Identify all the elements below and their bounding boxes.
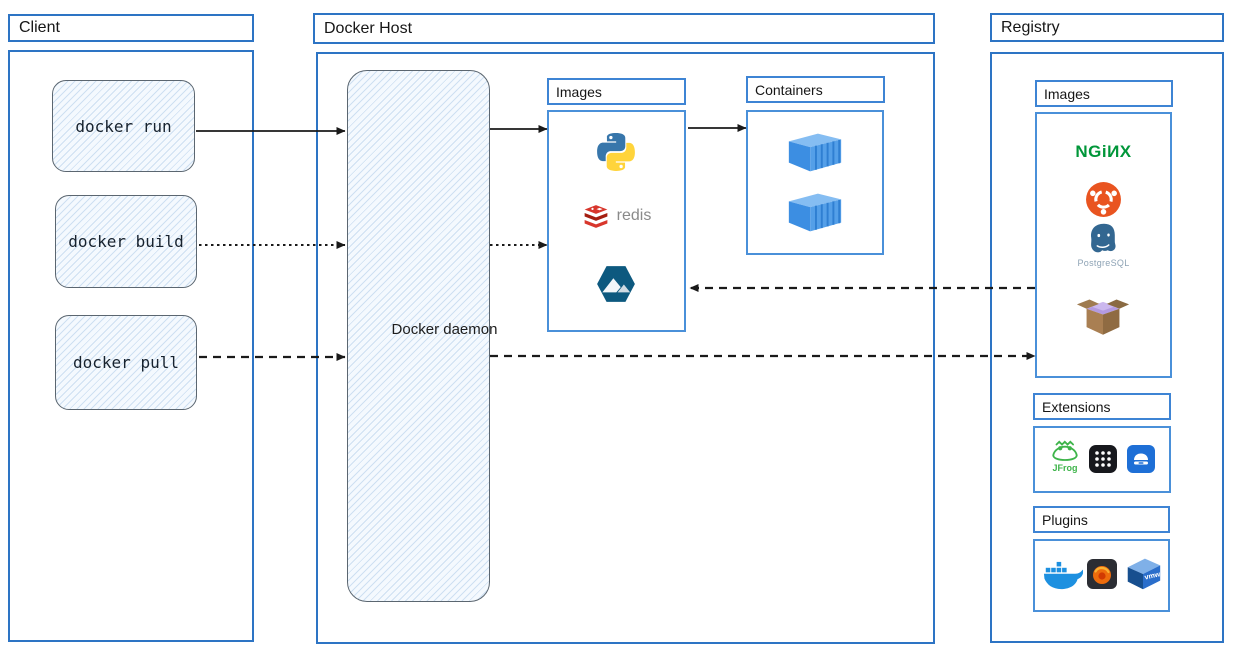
plugins-title-box: Plugins [1033,506,1170,533]
grafana-icon [1087,559,1117,589]
docker-pull-box: docker pull [55,315,197,410]
containers-panel [746,110,884,255]
jfrog-block: JFrog [1047,440,1083,473]
docker-run-label: docker run [75,116,172,136]
host-images-title-box: Images [547,78,686,105]
redis-icon [584,204,608,228]
docker-build-label: docker build [68,232,184,251]
docker-run-box: docker run [52,80,195,172]
python-icon [597,133,635,171]
docker-host-title-box: Docker Host [313,13,935,44]
host-images-title: Images [556,83,602,100]
extensions-title-box: Extensions [1033,393,1171,420]
registry-title-box: Registry [990,13,1224,42]
docker-build-box: docker build [55,195,197,288]
registry-title: Registry [1001,18,1060,36]
postgresql-block: PostgreSQL [1035,222,1172,268]
registry-images-title: Images [1044,85,1090,102]
jfrog-label: JFrog [1052,463,1078,473]
docker-pull-label: docker pull [73,353,179,372]
container-icon [788,133,842,172]
busybox-icon [1076,299,1130,335]
client-title-box: Client [8,14,254,42]
registry-images-title-box: Images [1035,80,1173,107]
docker-host-title: Docker Host [324,19,413,37]
vmware-icon: vmw [1127,558,1162,590]
containers-title: Containers [755,81,823,98]
extensions-title: Extensions [1042,398,1111,415]
docker-daemon-box: Docker daemon [347,70,497,602]
jfrog-icon [1052,440,1078,461]
app-grid-icon [1089,445,1117,473]
container-icon [788,193,842,232]
client-title: Client [19,19,60,36]
alpine-linux-icon [597,266,635,302]
containers-title-box: Containers [746,76,885,103]
plugins-title: Plugins [1042,511,1088,528]
docker-daemon-label: Docker daemon [391,321,498,338]
postgresql-icon [1090,223,1116,253]
redis-row: redis [547,200,686,232]
ubuntu-icon [1086,182,1121,217]
redis-label: redis [616,207,652,224]
postgresql-label: PostgreSQL [1077,258,1130,268]
vmware-label: vmw [1144,570,1162,581]
nginx-icon: NGiИX [1075,142,1132,161]
drawer-app-icon [1127,445,1155,473]
docker-whale-icon [1043,561,1083,590]
